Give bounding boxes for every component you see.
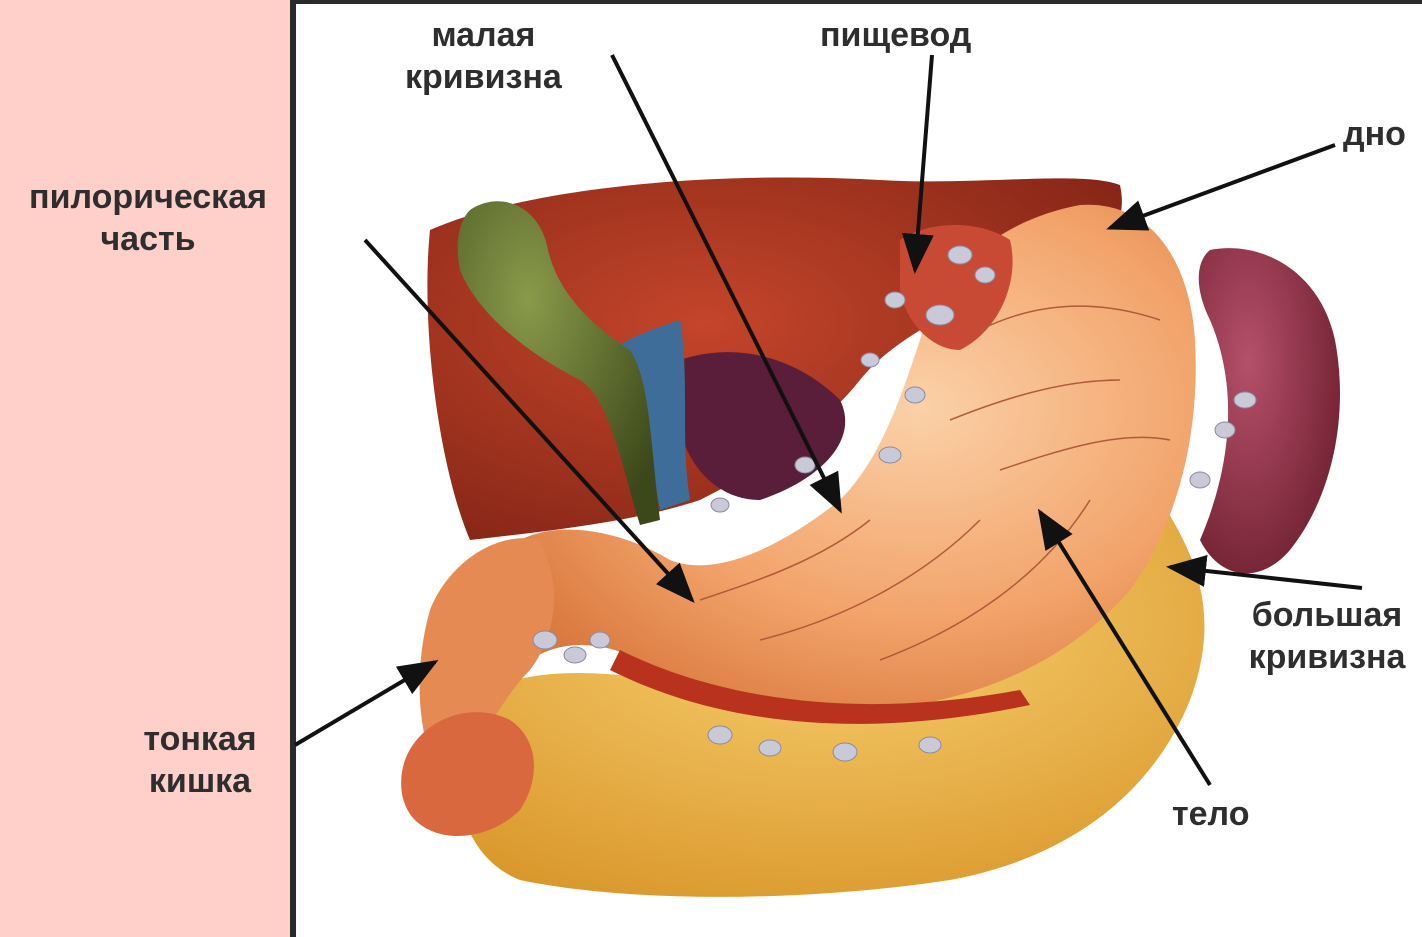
label-pyloric-part: пилорическая часть [12,176,284,260]
label-body: тело [1172,793,1249,835]
label-pyloric-part-line-1: пилорическая [12,176,284,218]
label-greater-curvature: большая кривизна [1237,594,1417,678]
label-esophagus: пищевод [820,14,971,56]
label-small-intestine-line-1: тонкая [130,718,270,760]
arrow-fundus [1110,145,1335,228]
label-greater-curvature-line-2: кривизна [1237,636,1417,678]
label-greater-curvature-line-1: большая [1237,594,1417,636]
arrow-small-intestine [295,662,435,745]
label-lesser-curvature-line-1: малая [405,14,562,56]
label-lesser-curvature: малая кривизна [405,14,562,98]
label-small-intestine-line-2: кишка [130,760,270,802]
spleen-shape [1199,248,1340,573]
label-fundus: дно [1343,113,1406,155]
label-esophagus-line-1: пищевод [820,14,971,56]
label-fundus-line-1: дно [1343,113,1406,155]
label-lesser-curvature-line-2: кривизна [405,56,562,98]
label-body-line-1: тело [1172,793,1249,835]
label-pyloric-part-line-2: часть [12,218,284,260]
label-small-intestine: тонкая кишка [130,718,270,802]
